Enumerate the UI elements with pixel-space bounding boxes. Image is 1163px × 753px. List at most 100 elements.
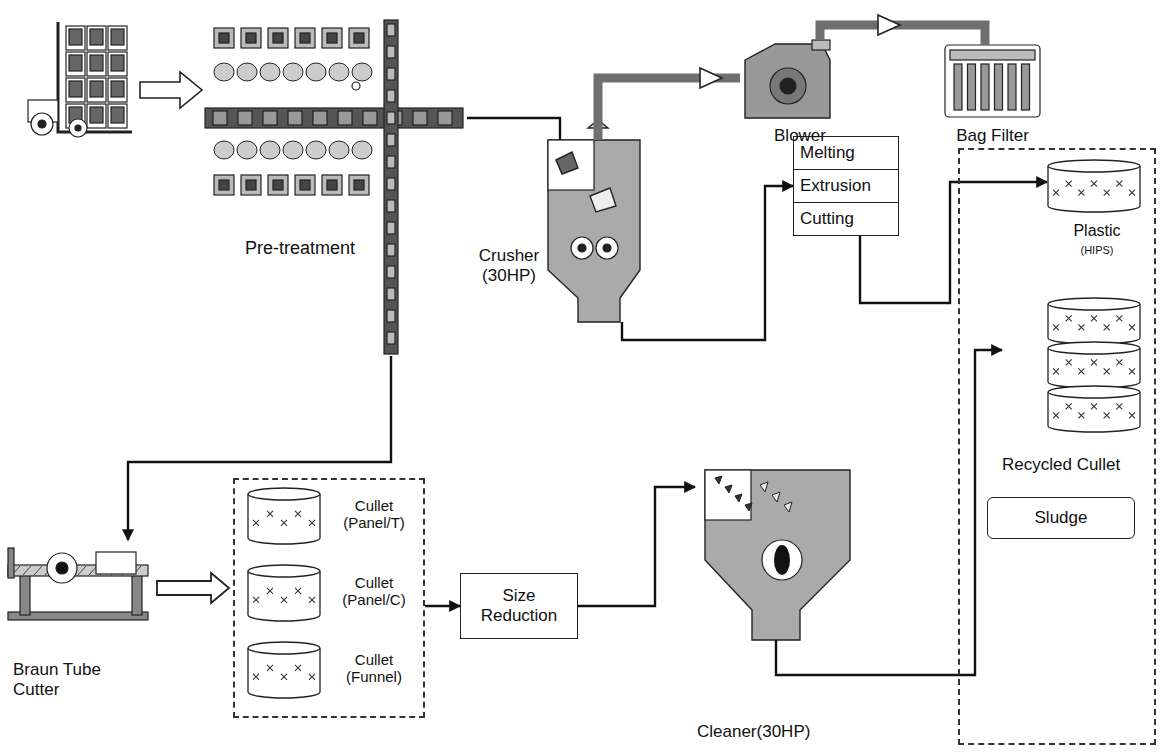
- flow-arrow: [425, 605, 460, 607]
- roller: [352, 63, 372, 81]
- blower-icon: [745, 40, 830, 118]
- cullet-mark: [253, 597, 259, 603]
- process-step: Extrusion: [794, 170, 898, 203]
- belt-cell: [387, 90, 395, 102]
- cullet-mark: [1104, 368, 1110, 374]
- block-arrow: [157, 573, 229, 603]
- roller: [214, 141, 234, 159]
- flow-arrow: [467, 118, 560, 140]
- cullet-mark: [1091, 403, 1097, 409]
- tv-set: [108, 78, 127, 102]
- tv-set: [108, 26, 127, 50]
- drum-icon: [1048, 160, 1140, 212]
- pretreatment-conveyor: [205, 20, 463, 354]
- crusher-hopper: [548, 118, 640, 330]
- cullet-mark: [1066, 403, 1072, 409]
- belt-cell: [387, 244, 395, 256]
- drum-body: [248, 571, 320, 621]
- equipment-node: Cullet (Panel/C): [245, 564, 422, 629]
- tv-screen: [69, 81, 82, 97]
- duct-funnel: [878, 15, 900, 35]
- outlet-stub: [621, 322, 623, 330]
- cullet-mark: [1104, 324, 1110, 330]
- flow-arrow: [578, 487, 695, 606]
- belt-cell: [387, 156, 395, 168]
- node-label: Crusher (30HP): [472, 246, 546, 285]
- cullet-mark: [1078, 412, 1084, 418]
- cullet-mark: [1053, 324, 1059, 330]
- drum-lid: [1048, 298, 1140, 310]
- belt-cell: [438, 111, 452, 125]
- cullet-mark: [281, 520, 287, 526]
- node-label: Braun Tube Cutter: [13, 660, 113, 699]
- tv-screen: [90, 81, 103, 97]
- flake: [772, 492, 780, 502]
- roller: [329, 141, 349, 159]
- belt-cell: [338, 111, 352, 125]
- cullet-mark: [1116, 315, 1122, 321]
- cullet-mark: [281, 597, 287, 603]
- process-step: Cutting: [794, 203, 898, 235]
- equipment-node: Pre-treatment: [205, 18, 467, 356]
- blower-housing: [745, 44, 830, 118]
- node-label: Plastic: [1047, 222, 1147, 240]
- equipment-node: Plastic(HIPS): [1047, 158, 1147, 268]
- drum-lid: [1048, 160, 1140, 172]
- filter-bag: [1022, 64, 1030, 110]
- input-arrow: [140, 72, 202, 108]
- roller: [306, 63, 326, 81]
- bin: [295, 28, 315, 48]
- cullet-mark: [1129, 368, 1135, 374]
- rail-hatch: [78, 566, 86, 575]
- machine-leg: [20, 575, 30, 615]
- bin: [295, 175, 315, 195]
- illustration: [8, 20, 1140, 698]
- roller-hub: [603, 244, 611, 252]
- blower-outlet: [812, 40, 830, 50]
- flake: [745, 503, 752, 511]
- belt-cell: [387, 112, 395, 124]
- bin-core: [327, 180, 337, 190]
- flake: [760, 482, 768, 492]
- belt-cell: [387, 266, 395, 278]
- equipment-node: Blower: [740, 40, 860, 152]
- tv-set: [87, 104, 106, 128]
- filter-bag: [954, 64, 962, 110]
- belt-cell: [387, 310, 395, 322]
- cullet-mark: [1116, 403, 1122, 409]
- bin-core: [300, 33, 310, 43]
- process-step: Melting: [794, 137, 898, 170]
- equipment-node: Bag Filter: [930, 45, 1055, 152]
- roller: [237, 141, 257, 159]
- filter-bag: [1008, 64, 1016, 110]
- fan-hub: [780, 78, 796, 94]
- node-label: Recycled Cullet: [1002, 455, 1152, 475]
- wheel-hub: [38, 120, 46, 128]
- bin: [214, 28, 234, 48]
- tv-set: [66, 26, 85, 50]
- flake: [715, 476, 722, 484]
- scrap-piece: [590, 188, 616, 212]
- hopper-window: [548, 140, 594, 190]
- bin: [349, 28, 369, 48]
- hopper-body: [548, 140, 640, 322]
- belt-cell: [387, 134, 395, 146]
- hand-truck-frame: [58, 22, 132, 132]
- cullet-mark: [1104, 190, 1110, 196]
- crusher-roller: [571, 237, 593, 259]
- tv-screen: [90, 29, 103, 45]
- tv-screen: [111, 29, 124, 45]
- drum-icon: [248, 488, 320, 544]
- cullet-mark: [1078, 368, 1084, 374]
- node-label: Bag Filter: [930, 126, 1055, 146]
- filter-bag: [995, 64, 1003, 110]
- equipment-node: Cleaner(30HP): [695, 458, 865, 750]
- drum-icon: [1048, 386, 1140, 432]
- drum-icon: [248, 565, 320, 621]
- drum-icon: [248, 642, 320, 698]
- roller: [214, 63, 234, 81]
- node-label: Cullet (Panel/C): [331, 574, 417, 609]
- bin: [322, 175, 342, 195]
- drum-body: [248, 494, 320, 544]
